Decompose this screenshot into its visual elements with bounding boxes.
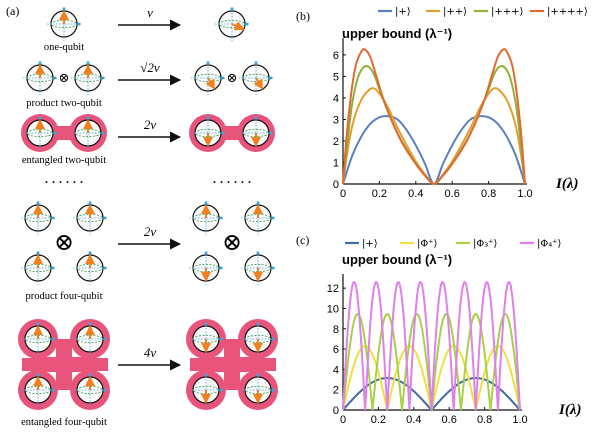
- x-tick-label: 0.2: [371, 414, 386, 426]
- legend-entry: |++++⟩: [547, 7, 588, 18]
- plot-area-c: [342, 281, 521, 412]
- state-arrow-icon: [205, 77, 216, 90]
- x-tick-label: 1.0: [512, 414, 527, 426]
- y-tick-label: 10: [327, 303, 339, 315]
- y-tick-label: 6: [333, 50, 339, 62]
- x-axis-title-b: I(λ): [555, 176, 579, 192]
- y-tick-label: 4: [333, 364, 339, 376]
- y-tick-label: 5: [333, 71, 339, 83]
- legend-entry: |+⟩: [362, 239, 378, 250]
- y-tick-label: 1: [333, 157, 339, 169]
- caption-product-four-qubit: product four-qubit: [25, 291, 102, 302]
- speed-label-one-qubit: v: [147, 5, 153, 20]
- caption-one-qubit: one-qubit: [44, 42, 84, 53]
- row-product-two-qubit: ⊗ product two-qubit √2v ⊗: [22, 60, 274, 109]
- legend-c: |+⟩ |Φ⁺⟩ |Φ₃⁺⟩ |Φ₄⁺⟩: [345, 239, 562, 250]
- speed-label-entangled-four-qubit: 4v: [144, 345, 157, 360]
- legend-b: |+⟩ |++⟩ |+++⟩ |++++⟩: [378, 7, 588, 18]
- legend-entry: |Φ⁺⟩: [417, 239, 438, 250]
- y-tick-label: 4: [333, 93, 339, 105]
- legend-entry: |Φ₄⁺⟩: [537, 239, 562, 250]
- row-entangled-four-qubit: entangled four-qubit 4v: [18, 319, 278, 428]
- y-tick-label: 8: [333, 324, 339, 336]
- legend-entry: |+++⟩: [491, 7, 524, 18]
- row-one-qubit: one-qubit v: [44, 5, 250, 53]
- chart-c: (c) |+⟩|Φ⁺⟩|Φ₃⁺⟩|Φ₄⁺⟩ upper bound (λ⁻¹) …: [296, 233, 582, 426]
- ellipsis-right: · · · · · ·: [212, 175, 251, 189]
- series-line: [342, 281, 521, 411]
- y-tick-label: 2: [333, 385, 339, 397]
- y-tick-label: 12: [327, 283, 339, 295]
- speed-label-product-two-qubit: √2v: [140, 60, 160, 75]
- panel-c-label: (c): [296, 233, 309, 247]
- caption-product-two-qubit: product two-qubit: [26, 98, 102, 109]
- y-axis-title-b: upper bound (λ⁻¹): [342, 26, 452, 41]
- x-tick-label: 0: [340, 188, 346, 200]
- x-tick-label: 1.0: [517, 188, 532, 200]
- ellipsis-left: · · · · · ·: [44, 175, 83, 189]
- x-tick-label: 0.8: [481, 188, 496, 200]
- speed-label-entangled-two-qubit: 2v: [144, 117, 157, 132]
- panel-b-label: (b): [296, 9, 310, 23]
- series-line: [342, 87, 526, 186]
- x-tick-label: 0.4: [406, 414, 421, 426]
- x-axis-title-c: I(λ): [558, 402, 582, 418]
- y-axis-title-c: upper bound (λ⁻¹): [342, 252, 452, 267]
- x-tick-label: 0: [340, 414, 346, 426]
- x-tick-label: 0.8: [477, 414, 492, 426]
- series-line: [342, 48, 526, 186]
- tensor-product-icon: ⊗: [54, 230, 74, 256]
- panel-a: (a) one-qubit v ⊗ product two-qubit √2v …: [6, 4, 278, 428]
- plot-area-b: [342, 48, 526, 186]
- x-tick-label: 0.6: [442, 414, 457, 426]
- tensor-product-icon: ⊗: [222, 230, 242, 256]
- y-tick-label: 3: [333, 114, 339, 126]
- tensor-product-icon: ⊗: [59, 70, 70, 85]
- legend-entry: |++⟩: [443, 7, 467, 18]
- tensor-product-icon: ⊗: [227, 70, 238, 85]
- x-tick-label: 0.6: [445, 188, 460, 200]
- state-arrow-icon: [253, 77, 264, 90]
- chart-b: (b) |+⟩ |++⟩ |+++⟩ |++++⟩ upper bound (λ⁻¹)…: [296, 7, 588, 201]
- x-tick-label: 0.4: [408, 188, 423, 200]
- y-tick-label: 0: [333, 179, 339, 191]
- state-arrow-icon: [231, 21, 245, 31]
- legend-entry: |+⟩: [395, 7, 411, 18]
- y-tick-label: 0: [333, 405, 339, 417]
- legend-entry: |Φ₃⁺⟩: [473, 239, 498, 250]
- axes-b: 0 0.2 0.4 0.6 0.8 1.0 0 1 2 3 4 5 6: [333, 38, 533, 200]
- x-tick-label: 0.2: [372, 188, 387, 200]
- panel-a-label: (a): [6, 4, 19, 18]
- y-tick-label: 6: [333, 344, 339, 356]
- series-line: [342, 115, 526, 186]
- caption-entangled-two-qubit: entangled two-qubit: [22, 155, 106, 166]
- row-entangled-two-qubit: entangled two-qubit 2v: [21, 114, 275, 166]
- speed-label-product-four-qubit: 2v: [144, 224, 157, 239]
- y-tick-label: 2: [333, 136, 339, 148]
- caption-entangled-four-qubit: entangled four-qubit: [21, 417, 107, 428]
- row-product-four-qubit: ⊗ product four-qubit 2v ⊗: [20, 200, 276, 302]
